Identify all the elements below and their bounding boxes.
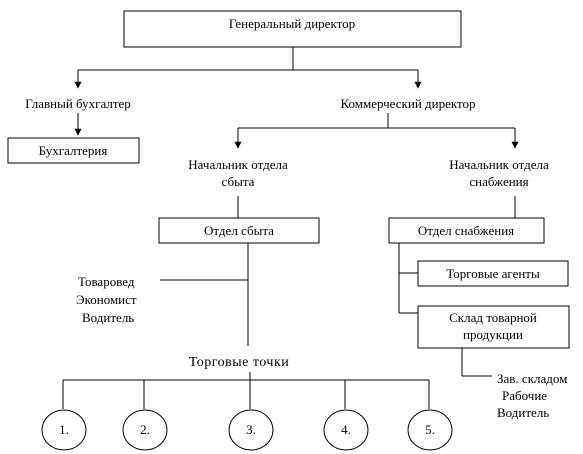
- supply-dept-box: Отдел снабжения: [388, 217, 545, 244]
- warehouse-line-2: продукции: [463, 327, 523, 342]
- warehouse-staff-item: Рабочие: [502, 388, 547, 403]
- outlet-node: 1.: [41, 409, 87, 451]
- outlet-node: 5.: [407, 409, 453, 451]
- supply-head-line-1: Начальник отдела: [449, 157, 549, 172]
- outlets: 1. 2. 3. 4. 5.: [41, 409, 453, 451]
- outlet-label: 2.: [140, 422, 150, 437]
- trade-agents-label: Торговые агенты: [446, 266, 540, 281]
- sales-staff-list: Товаровед Экономист Водитель: [76, 274, 137, 325]
- commercial-director-label: Коммерческий директор: [340, 96, 475, 111]
- warehouse-box: Склад товарной продукции: [417, 305, 570, 349]
- outlet-label: 5.: [425, 422, 435, 437]
- outlet-node: 2.: [122, 409, 168, 451]
- sales-dept-box: Отдел сбыта: [158, 217, 320, 244]
- connectors: [62, 47, 519, 409]
- sales-dept-label: Отдел сбыта: [204, 223, 274, 238]
- chief-accountant-label: Главный бухгалтер: [25, 96, 131, 111]
- accounting-box: Бухгалтерия: [7, 137, 140, 164]
- ceo-label: Генеральный директор: [229, 16, 355, 31]
- outlet-node: 3.: [228, 409, 274, 451]
- outlet-label: 4.: [341, 422, 351, 437]
- supply-head-line-2: снабжения: [469, 174, 528, 189]
- supply-dept-label: Отдел снабжения: [418, 223, 514, 238]
- sales-staff-item: Товаровед: [78, 274, 135, 289]
- ceo-box: Генеральный директор: [123, 10, 462, 48]
- outlet-label: 1.: [59, 422, 69, 437]
- outlet-label: 3.: [246, 422, 256, 437]
- accounting-label: Бухгалтерия: [39, 143, 108, 158]
- outlets-title: Торговые точки: [189, 355, 290, 370]
- sales-staff-item: Экономист: [76, 292, 137, 307]
- trade-agents-box: Торговые агенты: [417, 260, 569, 287]
- sales-head-line-2: сбыта: [222, 174, 255, 189]
- warehouse-staff-list: Зав. складом Рабочие Водитель: [497, 371, 567, 420]
- sales-head-line-1: Начальник отдела: [188, 157, 288, 172]
- warehouse-line-1: Склад товарной: [449, 310, 537, 325]
- outlet-node: 4.: [323, 409, 369, 451]
- sales-staff-item: Водитель: [82, 310, 134, 325]
- warehouse-staff-item: Зав. складом: [497, 371, 567, 386]
- warehouse-staff-item: Водитель: [497, 405, 549, 420]
